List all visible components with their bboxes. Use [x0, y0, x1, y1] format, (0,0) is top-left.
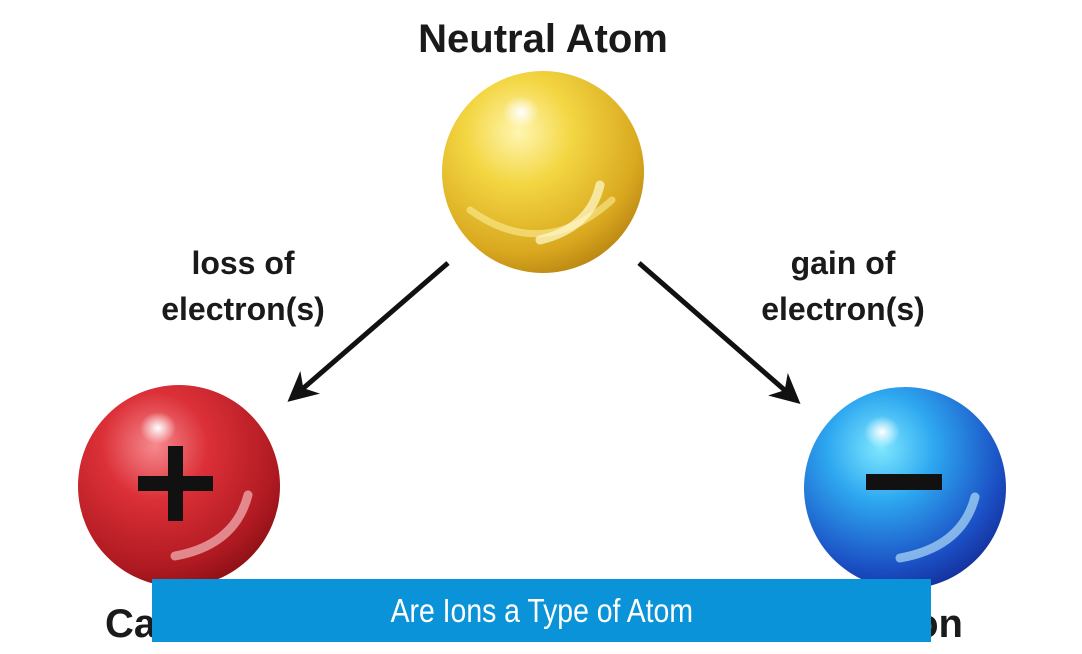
loss-label-line1: loss of [191, 245, 294, 281]
cation-sphere [78, 385, 280, 587]
gain-label-line1: gain of [791, 245, 896, 281]
neutral-atom-sphere [442, 71, 644, 273]
loss-arrow [287, 261, 450, 402]
anion-sphere [804, 387, 1006, 589]
gain-arrow [637, 261, 801, 404]
banner-title: Are Ions a Type of Atom [390, 591, 693, 629]
gain-label-line2: electron(s) [761, 291, 925, 327]
title-banner: Are Ions a Type of Atom [152, 579, 931, 642]
plus-sign-icon [138, 446, 213, 521]
loss-label-line2: electron(s) [161, 291, 325, 327]
minus-sign-icon [866, 474, 942, 490]
neutral-atom-title: Neutral Atom [418, 17, 668, 61]
